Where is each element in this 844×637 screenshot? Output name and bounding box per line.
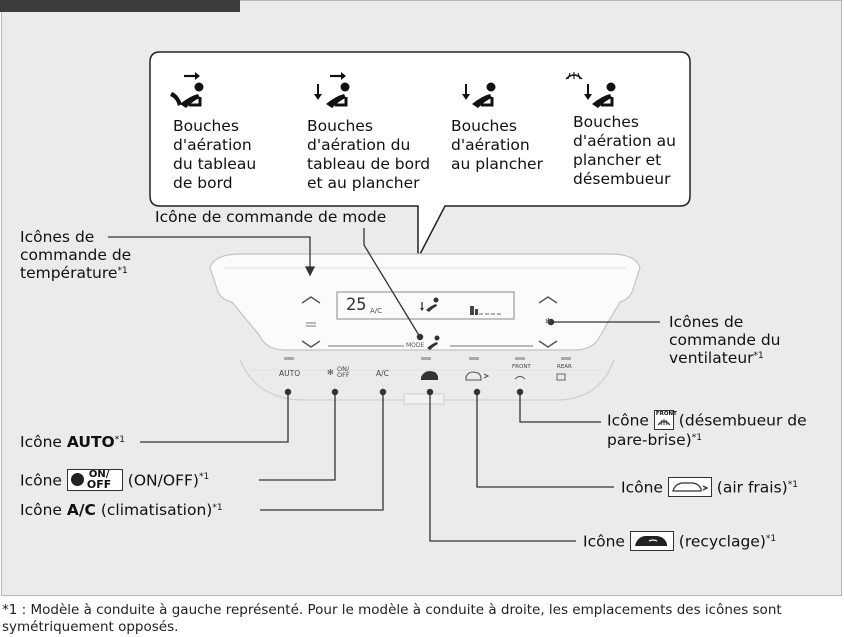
fan-callout-line-1: Icônes de bbox=[669, 313, 744, 331]
onoff-icon: ON/ OFF bbox=[66, 469, 123, 491]
panel-temp-display: 25 bbox=[346, 295, 367, 315]
climate-panel bbox=[209, 253, 641, 351]
vent-mode-4-line-4: désembueur bbox=[573, 170, 671, 188]
fan-control-callout: Icônes de commande du ventilateur*1 bbox=[669, 313, 781, 367]
footnote-mark: *1 bbox=[117, 266, 128, 276]
temp-control-callout: Icônes de commande de température*1 bbox=[20, 228, 131, 282]
ac-callout-suffix: (climatisation) bbox=[95, 501, 213, 519]
section-tab bbox=[0, 0, 240, 12]
temp-callout-line-1: Icônes de bbox=[20, 228, 95, 246]
dash-floor-vent-icon bbox=[314, 72, 350, 108]
panel-ac-indicator: A/C bbox=[370, 307, 383, 315]
onoff-callout-suffix: (ON/OFF) bbox=[122, 471, 199, 490]
panel-fresh-air-icon bbox=[465, 371, 490, 381]
leader-lines bbox=[108, 228, 660, 542]
panel-onoff-bottom: OFF bbox=[337, 371, 350, 379]
footnote: *1 : Modèle à conduite à gauche représen… bbox=[2, 602, 782, 635]
vent-mode-1-line-1: Bouches bbox=[173, 117, 239, 135]
onoff-icon-bottom: OFF bbox=[86, 478, 112, 491]
onoff-icon-top: ON/ bbox=[88, 469, 110, 480]
vent-mode-3-line-1: Bouches bbox=[451, 117, 517, 135]
vent-mode-3-line-3: au plancher bbox=[451, 155, 543, 173]
fan-callout-line-2: commande du bbox=[669, 331, 781, 349]
footnote-mark: *1 bbox=[212, 503, 223, 513]
vent-mode-label-4: Bouches d'aération au plancher et désemb… bbox=[573, 113, 676, 189]
defrost-callout-suffix-1: (désembueur de bbox=[673, 411, 807, 430]
defrost-callout-suffix-2: pare-brise) bbox=[607, 431, 692, 449]
panel-recirc-icon bbox=[421, 371, 438, 380]
auto-callout-name: AUTO bbox=[66, 433, 115, 451]
defrost-callout-prefix: Icône bbox=[607, 411, 654, 430]
vent-mode-label-3: Bouches d'aération au plancher bbox=[451, 117, 543, 174]
panel-mode-label: MODE bbox=[406, 342, 425, 349]
vent-mode-2-line-2: d'aération du bbox=[307, 136, 411, 154]
recirc-callout-prefix: Icône bbox=[583, 532, 630, 551]
panel-onoff-top: ON/ bbox=[337, 365, 350, 373]
onoff-callout: Icône ON/ OFF (ON/OFF)*1 bbox=[20, 469, 210, 492]
panel-front-defrost-button[interactable]: FRONT bbox=[512, 364, 531, 370]
vent-mode-2-line-4: et au plancher bbox=[307, 174, 420, 192]
vent-mode-2-line-1: Bouches bbox=[307, 117, 373, 135]
temp-callout-line-3: température bbox=[20, 264, 118, 282]
onoff-callout-prefix: Icône bbox=[20, 471, 67, 490]
panel-ac-button[interactable]: A/C bbox=[376, 369, 389, 378]
vent-modes-bubble bbox=[149, 51, 691, 259]
vent-mode-label-2: Bouches d'aération du tableau de bord et… bbox=[307, 117, 430, 193]
panel-front-defrost-icon bbox=[514, 376, 526, 380]
defrost-callout: Icône FRONT (désembueur de pare-brise)*1 bbox=[607, 410, 807, 449]
fresh-air-callout-suffix: (air frais) bbox=[711, 478, 788, 497]
recirc-callout: Icône (recyclage)*1 bbox=[583, 531, 777, 552]
fan-callout-line-3: ventilateur bbox=[669, 349, 754, 367]
panel-rear-defrost-icon bbox=[556, 373, 566, 381]
vent-mode-1-line-3: du tableau bbox=[173, 155, 257, 173]
temp-callout-line-2: commande de bbox=[20, 246, 132, 264]
auto-callout-prefix: Icône bbox=[20, 433, 67, 451]
fresh-air-callout-prefix: Icône bbox=[621, 478, 668, 497]
recirc-icon bbox=[629, 531, 674, 551]
footnote-mark: *1 bbox=[753, 351, 764, 361]
ac-callout: Icône A/C (climatisation)*1 bbox=[20, 501, 223, 519]
display-mode-icon bbox=[420, 297, 439, 312]
footnote-mark: *1 bbox=[765, 534, 777, 544]
ac-callout-name: A/C bbox=[66, 501, 96, 519]
vent-mode-1-line-4: de bord bbox=[173, 174, 233, 192]
footnote-mark: *1 bbox=[691, 433, 702, 443]
mode-button-icon bbox=[427, 335, 440, 350]
dash-vent-icon bbox=[170, 72, 204, 108]
footnote-mark: *1 bbox=[198, 472, 210, 482]
vent-mode-label-1: Bouches d'aération du tableau de bord bbox=[173, 117, 256, 193]
front-defrost-icon-label: FRONT bbox=[655, 411, 677, 417]
recirc-callout-suffix: (recyclage) bbox=[673, 532, 766, 551]
vent-mode-3-line-2: d'aération bbox=[451, 136, 530, 154]
floor-defrost-vent-icon bbox=[565, 72, 616, 108]
vent-mode-4-line-1: Bouches bbox=[573, 113, 639, 131]
footnote-mark: *1 bbox=[114, 435, 125, 445]
vent-mode-2-line-3: tableau de bord bbox=[307, 155, 431, 173]
panel-rear-defrost-button[interactable]: REAR bbox=[557, 364, 572, 370]
ac-callout-prefix: Icône bbox=[20, 501, 67, 519]
vent-mode-1-line-2: d'aération bbox=[173, 136, 252, 154]
vent-mode-4-line-3: plancher et bbox=[573, 151, 662, 169]
panel-auto-button[interactable]: AUTO bbox=[279, 369, 301, 378]
front-defrost-icon: FRONT bbox=[653, 410, 677, 430]
panel-fan-icon-small: ✻ bbox=[545, 317, 552, 326]
fresh-air-icon bbox=[667, 477, 712, 497]
mode-control-callout: Icône de commande de mode bbox=[155, 208, 387, 226]
panel-display bbox=[336, 291, 515, 320]
auto-callout: Icône AUTO*1 bbox=[20, 433, 125, 451]
floor-vent-icon bbox=[462, 82, 496, 108]
fresh-air-callout: Icône (air frais)*1 bbox=[621, 477, 798, 498]
panel-fan-icon: ✻ bbox=[327, 368, 334, 377]
footnote-mark: *1 bbox=[787, 480, 798, 490]
vent-mode-4-line-2: d'aération au bbox=[573, 132, 676, 150]
